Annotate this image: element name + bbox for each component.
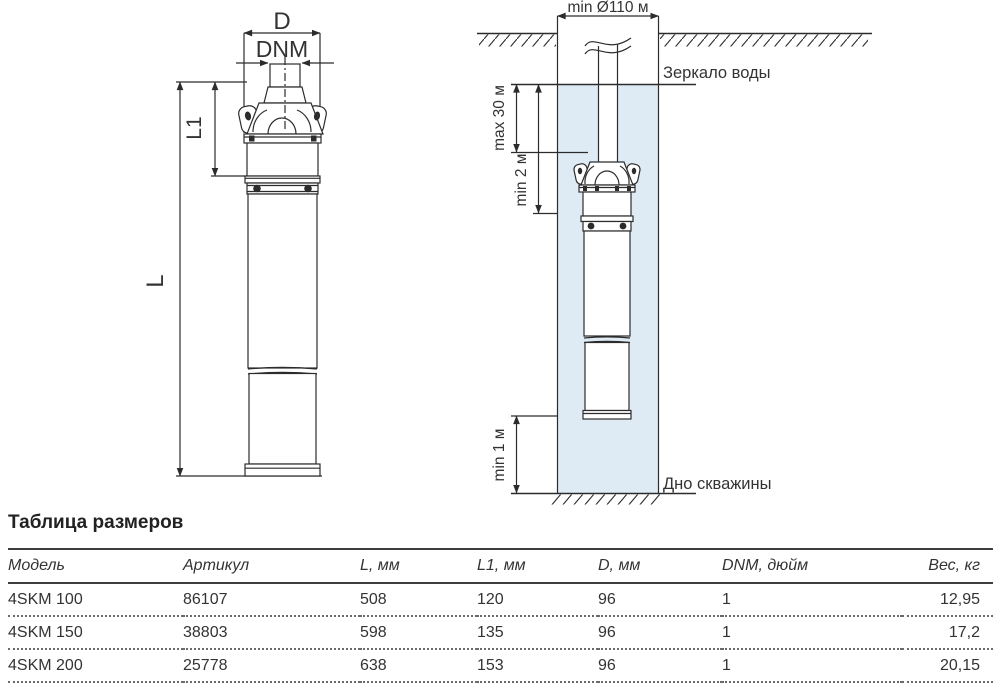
cell-article: 86107	[183, 583, 360, 617]
max-depth-label: max 30 м	[491, 85, 508, 151]
size-table-section: Таблица размеров Модель Артикул L, мм L1…	[8, 511, 993, 683]
col-header-weight: Вес, кг	[902, 549, 993, 584]
pump-bottom-rim	[244, 463, 321, 477]
bolt	[619, 222, 627, 230]
dim-d: D	[243, 8, 321, 133]
ground-surface	[477, 32, 872, 47]
col-header-l: L, мм	[360, 549, 477, 584]
ear-hole-right	[313, 111, 321, 121]
cell-article: 25778	[183, 649, 360, 683]
table-row: 4SKM 100 86107 508 120 96 1 12,95	[8, 583, 993, 617]
dim-label-l1: L1	[183, 116, 206, 139]
col-header-article: Артикул	[183, 549, 360, 584]
ear-hole-left	[244, 111, 252, 121]
cell-weight: 20,15	[902, 649, 993, 683]
cell-d: 96	[598, 649, 722, 683]
water-level: Зеркало воды	[511, 64, 771, 86]
dim-min-2: min 2 м	[513, 84, 558, 215]
cell-l: 598	[360, 616, 477, 650]
cell-l: 508	[360, 583, 477, 617]
table-row: 4SKM 150 38803 598 135 96 1 17,2	[8, 616, 993, 650]
cell-dnm: 1	[722, 649, 902, 683]
water-level-label: Зеркало воды	[663, 64, 771, 82]
dim-dnm: DNM	[236, 36, 334, 67]
dim-max-30: max 30 м	[491, 84, 588, 154]
pump-coupling-band	[244, 175, 321, 184]
pump-lower-body	[248, 372, 317, 465]
min-head-depth-label: min 2 м	[513, 154, 530, 207]
dim-min-diameter: min Ø110 м	[557, 0, 659, 20]
col-header-dnm: DNM, дюйм	[722, 549, 902, 584]
well-bottom-label: Дно скважины	[663, 475, 772, 493]
bolt	[253, 184, 261, 193]
ground-hatching-bottom	[551, 494, 661, 505]
cell-l1: 135	[477, 616, 598, 650]
ground-hatching-right	[660, 34, 868, 47]
cell-l1: 120	[477, 583, 598, 617]
col-header-d: D, мм	[598, 549, 722, 584]
dim-label-dnm: DNM	[256, 36, 308, 62]
pump-main-body	[247, 193, 318, 369]
well-pump-coupling-band	[580, 215, 634, 223]
pump-body-outline	[238, 57, 327, 477]
size-table: Модель Артикул L, мм L1, мм D, мм DNM, д…	[8, 548, 993, 683]
table-row: 4SKM 200 25778 638 153 96 1 20,15	[8, 649, 993, 683]
dim-label-d: D	[273, 8, 290, 35]
cell-weight: 17,2	[902, 616, 993, 650]
pipe-break-icon	[584, 45, 632, 55]
cell-model: 4SKM 200	[8, 649, 183, 683]
technical-diagram: D DNM L1 L	[142, 0, 872, 505]
min-bottom-clearance-label: min 1 м	[491, 429, 508, 482]
header-row: Модель Артикул L, мм L1, мм D, мм DNM, д…	[8, 549, 993, 584]
pump-dimension-drawing: D DNM L1 L	[142, 8, 334, 477]
table-title: Таблица размеров	[8, 512, 184, 533]
dim-min-1: min 1 м	[491, 415, 558, 494]
riser-pipe	[584, 37, 632, 162]
well-bottom: Дно скважины	[511, 475, 772, 505]
min-diameter-label: min Ø110 м	[567, 0, 648, 16]
cell-l1: 153	[477, 649, 598, 683]
bolt	[587, 222, 595, 230]
well-installation-drawing: min Ø110 м Зеркало воды max 30 м min 2 м	[477, 0, 872, 505]
cell-model: 4SKM 100	[8, 583, 183, 617]
cell-article: 38803	[183, 616, 360, 650]
well-pump-bottom-rim	[582, 409, 632, 420]
cell-d: 96	[598, 616, 722, 650]
dim-l1: L1	[176, 81, 247, 177]
cell-model: 4SKM 150	[8, 616, 183, 650]
well-pump-head	[580, 161, 634, 186]
cell-l: 638	[360, 649, 477, 683]
col-header-model: Модель	[8, 549, 183, 584]
well-pump-main-body	[583, 230, 631, 337]
pump-in-well	[573, 161, 641, 420]
cell-dnm: 1	[722, 616, 902, 650]
pump-motor-section	[246, 142, 319, 177]
ground-hatching-left	[479, 34, 556, 47]
cell-d: 96	[598, 583, 722, 617]
cell-dnm: 1	[722, 583, 902, 617]
bolt	[304, 184, 312, 193]
col-header-l1: L1, мм	[477, 549, 598, 584]
well-pump-motor-section	[582, 191, 632, 217]
pipe-break-icon	[584, 37, 632, 47]
well-pump-flange-band	[578, 184, 636, 193]
well-pump-lower-body	[584, 341, 630, 412]
cell-weight: 12,95	[902, 583, 993, 617]
pump-flange-band	[243, 133, 322, 144]
dim-label-l: L	[142, 274, 169, 287]
